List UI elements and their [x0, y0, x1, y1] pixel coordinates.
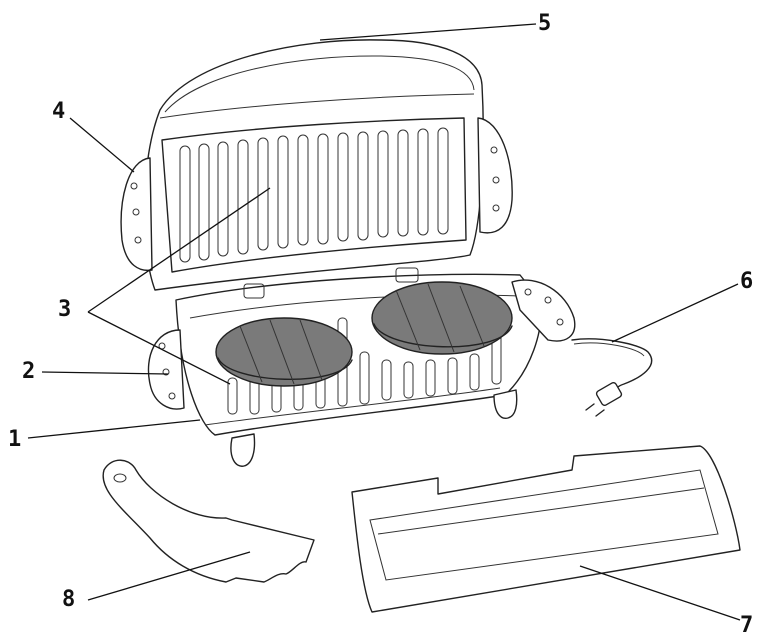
callout-6: 6 [740, 269, 753, 294]
right-lid-handle [477, 117, 513, 234]
lid-grill-ribs [179, 127, 449, 263]
left-lid-handle [120, 157, 153, 272]
callout-3: 3 [58, 297, 71, 322]
callout-2: 2 [22, 359, 35, 384]
callout-4: 4 [52, 99, 65, 124]
callout-1: 1 [8, 427, 21, 452]
callout-7: 7 [740, 613, 753, 637]
drip-tray [351, 445, 741, 613]
callout-8: 8 [62, 587, 75, 612]
left-base-handle [147, 329, 185, 410]
patty-right [371, 281, 513, 355]
spatula [102, 459, 315, 583]
callout-5: 5 [538, 11, 551, 36]
grill-lid [143, 39, 484, 291]
patty-left [215, 317, 353, 387]
leader-lines [27, 23, 741, 621]
right-base-handle [511, 279, 576, 342]
power-plug-icon [585, 381, 623, 417]
